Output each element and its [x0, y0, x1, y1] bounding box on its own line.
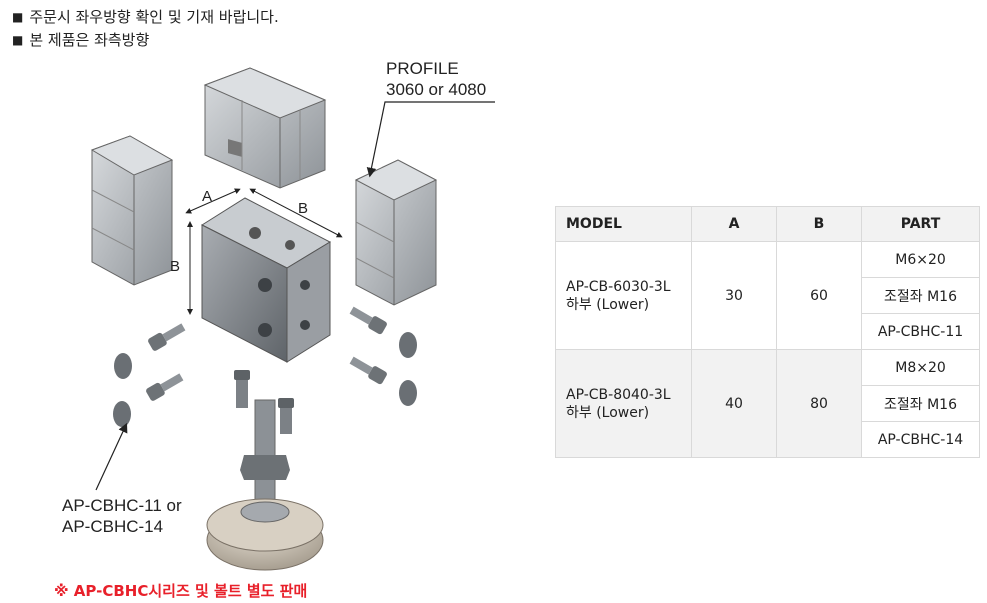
table-row: AP-CB-6030-3L 하부 (Lower) 30 60 M6×20 [555, 241, 980, 350]
leveling-foot [206, 399, 324, 571]
top-profile [203, 67, 327, 189]
left-profile [90, 135, 174, 286]
profile-label-line1: PROFILE [386, 59, 459, 78]
bullet-icon: ■ [12, 33, 24, 47]
dimension-a-label: A [202, 188, 213, 205]
sold-separately-note: ※ AP-CBHC시리즈 및 볼트 별도 판매 [54, 582, 308, 600]
note-left-direction: ■ 본 제품은 좌측방향 [12, 29, 279, 52]
part-cell: 조절좌 M16 [861, 385, 980, 422]
callout-arrows [95, 101, 495, 491]
profile-label-line2: 3060 or 4080 [386, 80, 487, 99]
table-row: 조절좌 M16 [556, 385, 980, 422]
profile-label: PROFILE 3060 or 4080 [386, 58, 486, 100]
note-text: 본 제품은 좌측방향 [29, 31, 150, 49]
model-cell: AP-CB-8040-3L 하부 (Lower) [555, 349, 692, 458]
cbhc-label-line2: AP-CBHC-14 [62, 517, 164, 536]
part-cell: M8×20 [861, 349, 980, 386]
note-text: 주문시 좌우방향 확인 및 기재 바랍니다. [29, 8, 279, 26]
table-header-row: MODEL A B PART [555, 206, 980, 242]
end-caps [113, 332, 417, 427]
part-cell: 조절좌 M16 [861, 277, 980, 314]
model-position: 하부 (Lower) [566, 404, 650, 421]
b-cell: 80 [776, 349, 862, 458]
b-cell: 60 [776, 241, 862, 350]
corner-bracket-block [200, 197, 332, 363]
model-cell: AP-CB-6030-3L 하부 (Lower) [555, 241, 692, 350]
a-cell: 40 [691, 349, 777, 458]
cbhc-label: AP-CBHC-11 or AP-CBHC-14 [62, 495, 182, 537]
model-code: AP-CB-8040-3L [566, 386, 671, 403]
order-notes: ■ 주문시 좌우방향 확인 및 기재 바랍니다. ■ 본 제품은 좌측방향 [12, 6, 279, 52]
part-cell: M6×20 [861, 241, 980, 278]
header-a: A [691, 206, 777, 242]
right-profile [354, 159, 438, 306]
bullet-icon: ■ [12, 10, 24, 24]
dimension-b-label-top: B [298, 200, 309, 217]
part-cell: AP-CBHC-11 [861, 313, 980, 350]
table-row: AP-CBHC-11 [556, 313, 980, 350]
header-b: B [776, 206, 862, 242]
dimension-b-label-side: B [170, 258, 181, 275]
model-position: 하부 (Lower) [566, 296, 650, 313]
note-order-direction: ■ 주문시 좌우방향 확인 및 기재 바랍니다. [12, 6, 279, 29]
table-row: 조절좌 M16 [556, 277, 980, 314]
spec-table: MODEL A B PART AP-CB-6030-3L 하부 (Lower) … [555, 206, 980, 458]
exploded-view-illustration [90, 67, 495, 571]
header-part: PART [861, 206, 980, 242]
part-cell: AP-CBHC-14 [861, 421, 980, 458]
bolts [146, 306, 387, 434]
table-row: AP-CB-8040-3L 하부 (Lower) 40 80 M8×20 [555, 349, 980, 458]
header-model: MODEL [555, 206, 692, 242]
table-row: AP-CBHC-14 [556, 421, 980, 458]
model-code: AP-CB-6030-3L [566, 278, 671, 295]
dimension-lines [185, 188, 343, 315]
a-cell: 30 [691, 241, 777, 350]
cbhc-label-line1: AP-CBHC-11 or [62, 496, 182, 515]
